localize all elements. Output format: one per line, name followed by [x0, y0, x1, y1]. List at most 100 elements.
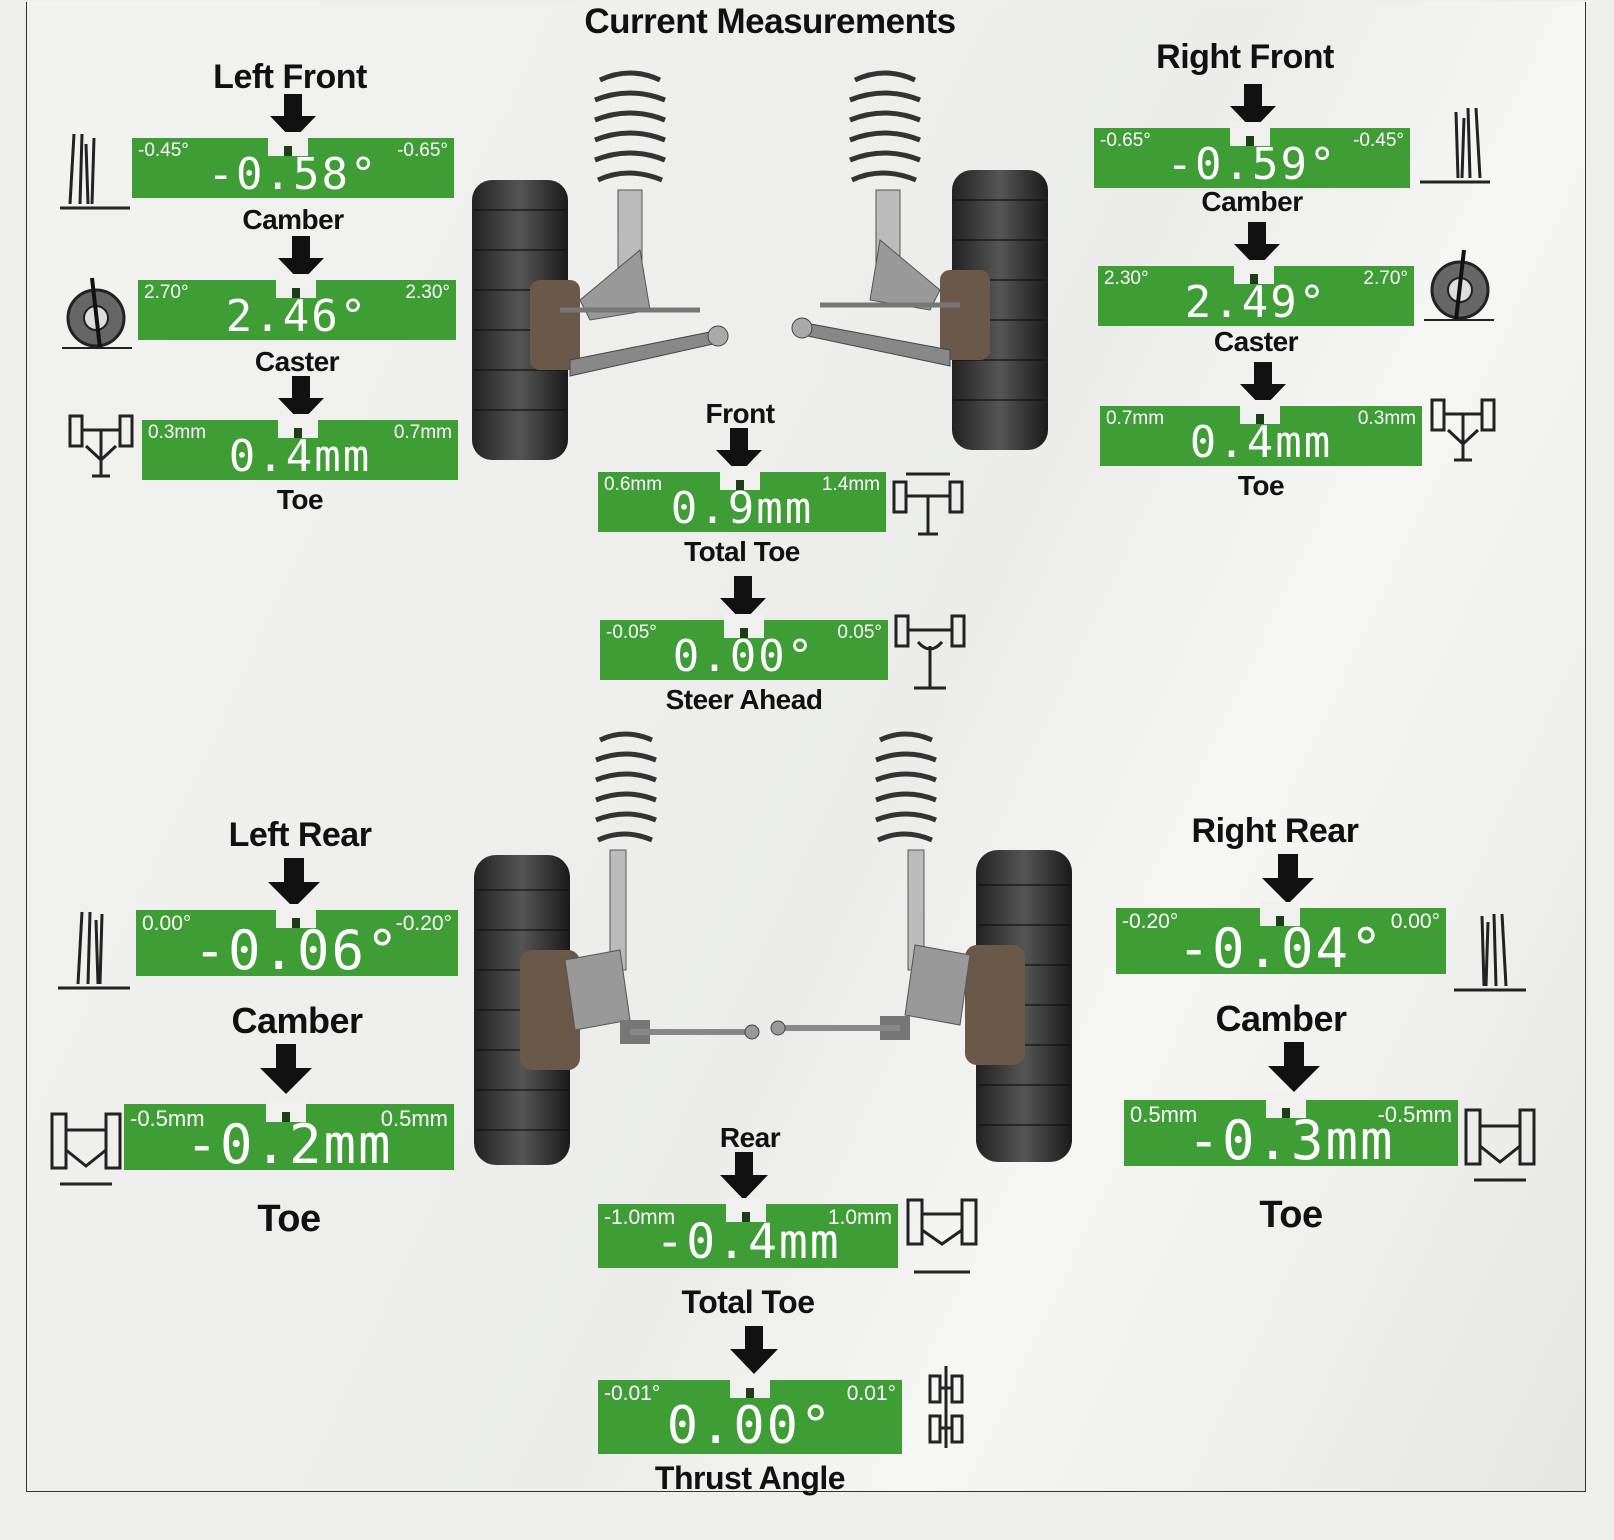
rear-total-toe-max: 1.0mm [827, 1206, 892, 1229]
front-total-toe-max: 1.4mm [821, 474, 880, 495]
lr-camber-min: 0.00° [142, 912, 192, 935]
marker-arrow-icon [1234, 222, 1280, 268]
rf-camber-gauge: -0.65° -0.45° -0.59° [1094, 122, 1410, 190]
lr-toe-max: 0.5mm [380, 1106, 448, 1131]
rr-camber-min: -0.20° [1122, 910, 1179, 933]
heading-right-front: Right Front [1156, 38, 1334, 76]
marker-arrow-icon [268, 858, 320, 908]
lf-camber-label: Camber [242, 204, 344, 235]
toe-icon [1430, 398, 1496, 462]
rr-camber-max: 0.00° [1390, 910, 1440, 933]
lf-camber-value: -0.58° [207, 149, 379, 200]
rf-caster-label: Caster [1213, 326, 1299, 357]
thrust-angle-value: 0.00° [666, 1396, 834, 1456]
steer-ahead-max: 0.05° [837, 622, 882, 643]
heading-left-front: Left Front [213, 58, 367, 96]
lf-camber-min: -0.45° [138, 140, 189, 161]
lf-caster-label: Caster [254, 346, 340, 377]
rear-total-toe-gauge: -1.0mm 1.0mm -0.4mm [598, 1198, 898, 1270]
marker-arrow-icon [720, 1152, 768, 1200]
camber-icon [1454, 913, 1526, 992]
rr-camber-gauge: -0.20° 0.00° -0.04° [1116, 902, 1446, 980]
lf-camber-max: -0.65° [397, 140, 448, 161]
marker-arrow-icon [260, 1044, 312, 1094]
rr-toe-value: -0.3mm [1187, 1109, 1395, 1172]
rf-camber-min: -0.65° [1100, 130, 1151, 151]
lf-caster-value: 2.46° [225, 291, 369, 342]
rr-camber-label: Camber [1215, 998, 1347, 1039]
lf-caster-gauge: 2.70° 2.30° 2.46° [138, 274, 456, 342]
heading-rear: Rear [719, 1122, 781, 1153]
toe-icon [1464, 1108, 1536, 1182]
lr-toe-label: Toe [257, 1198, 321, 1240]
lr-toe-value: -0.2mm [185, 1113, 393, 1176]
steer-ahead-gauge: -0.05° 0.05° 0.00° [600, 614, 888, 682]
marker-arrow-icon [1240, 362, 1286, 408]
marker-arrow-icon [1262, 854, 1314, 904]
total-toe-icon [892, 472, 964, 536]
rear-total-toe-value: -0.4mm [655, 1214, 841, 1270]
steer-ahead-value: 0.00° [672, 631, 816, 682]
lf-caster-max: 2.30° [405, 282, 450, 303]
front-total-toe-label: Total Toe [684, 536, 800, 567]
toe-icon [50, 1112, 122, 1186]
lr-camber-value: -0.06° [193, 919, 401, 982]
rf-toe-max: 0.3mm [1357, 408, 1416, 429]
marker-arrow-icon [270, 94, 316, 140]
camber-icon [1420, 107, 1490, 184]
marker-arrow-icon [1230, 84, 1276, 130]
lf-caster-min: 2.70° [144, 282, 189, 303]
lr-camber-max: -0.20° [395, 912, 452, 935]
front-total-toe-value: 0.9mm [670, 483, 814, 534]
marker-arrow-icon [1268, 1042, 1320, 1092]
rf-camber-max: -0.45° [1353, 130, 1404, 151]
steer-ahead-label: Steer Ahead [665, 684, 823, 715]
rr-toe-min: 0.5mm [1130, 1102, 1198, 1127]
caster-icon [1424, 249, 1494, 321]
heading-left-rear: Left Rear [228, 816, 372, 854]
lf-camber-gauge: -0.45° -0.65° -0.58° [132, 132, 454, 200]
rf-toe-value: 0.4mm [1189, 417, 1333, 468]
lf-toe-gauge: 0.3mm 0.7mm 0.4mm [142, 414, 458, 482]
rear-total-toe-label: Total Toe [681, 1284, 815, 1320]
rr-toe-label: Toe [1259, 1194, 1323, 1236]
rf-caster-gauge: 2.30° 2.70° 2.49° [1098, 260, 1414, 328]
lr-toe-gauge: -0.5mm 0.5mm -0.2mm [124, 1098, 454, 1176]
rear-suspension-illustration [474, 731, 1072, 1165]
lr-camber-gauge: 0.00° -0.20° -0.06° [136, 904, 458, 982]
steer-ahead-min: -0.05° [606, 622, 657, 643]
heading-front: Front [705, 398, 775, 429]
rf-caster-value: 2.49° [1184, 277, 1328, 328]
lf-toe-min: 0.3mm [148, 422, 207, 443]
thrust-angle-gauge: -0.01° 0.01° 0.00° [598, 1374, 902, 1456]
rf-caster-min: 2.30° [1104, 268, 1149, 289]
rr-camber-value: -0.04° [1177, 917, 1385, 980]
thrust-angle-label: Thrust Angle [654, 1460, 846, 1496]
heading-right-rear: Right Rear [1191, 812, 1359, 850]
lr-toe-min: -0.5mm [130, 1106, 205, 1131]
thrust-angle-max: 0.01° [846, 1382, 896, 1405]
rf-camber-value: -0.59° [1166, 139, 1338, 190]
marker-arrow-icon [278, 236, 324, 282]
rf-toe-gauge: 0.7mm 0.3mm 0.4mm [1100, 400, 1422, 468]
lf-toe-label: Toe [276, 484, 324, 515]
front-total-toe-gauge: 0.6mm 1.4mm 0.9mm [598, 466, 886, 534]
thrust-angle-icon [928, 1366, 964, 1448]
rr-toe-max: -0.5mm [1377, 1102, 1452, 1127]
total-toe-icon [906, 1198, 978, 1274]
thrust-angle-min: -0.01° [604, 1382, 661, 1405]
caster-icon [62, 277, 132, 349]
front-suspension-illustration [472, 70, 1048, 460]
toe-icon [68, 414, 134, 478]
rear-total-toe-min: -1.0mm [604, 1206, 676, 1229]
marker-arrow-icon [716, 428, 762, 474]
rr-toe-gauge: 0.5mm -0.5mm -0.3mm [1124, 1094, 1458, 1172]
front-total-toe-min: 0.6mm [604, 474, 663, 495]
camber-icon [60, 133, 130, 210]
marker-arrow-icon [730, 1326, 778, 1374]
marker-arrow-icon [278, 376, 324, 422]
rf-caster-max: 2.70° [1363, 268, 1408, 289]
steer-ahead-icon [894, 614, 966, 690]
rf-toe-min: 0.7mm [1106, 408, 1165, 429]
lr-camber-label: Camber [231, 1000, 363, 1041]
